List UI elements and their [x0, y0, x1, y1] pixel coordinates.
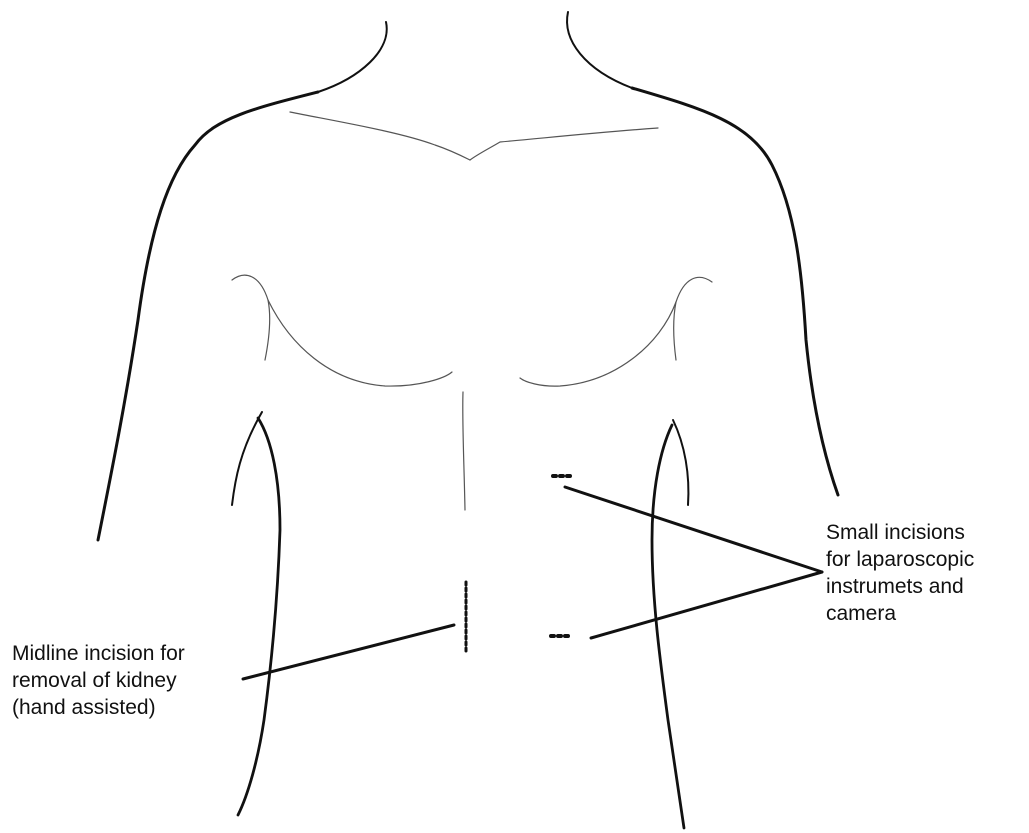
sternum-line: [463, 392, 465, 510]
laparoscopic-incisions-label: Small incisions for laparoscopic instrum…: [826, 519, 974, 627]
leader-upper-port: [565, 487, 822, 572]
left-clavicle-line: [290, 112, 470, 160]
right-armpit-curve: [674, 277, 712, 360]
laparoscopic-label-line-4: camera: [826, 600, 974, 627]
left-torso-side: [238, 418, 280, 815]
midline-label-line-3: (hand assisted): [12, 694, 185, 721]
left-armpit-curve: [232, 275, 270, 360]
laparoscopic-label-line-2: for laparoscopic: [826, 546, 974, 573]
midline-label-line-2: removal of kidney: [12, 667, 185, 694]
right-inner-arm-line: [673, 420, 688, 505]
left-shoulder-arm-outline: [98, 92, 318, 540]
midline-label-line-1: Midline incision for: [12, 640, 185, 667]
laparoscopic-label-line-3: instrumets and: [826, 573, 974, 600]
left-pectoral-line: [268, 300, 452, 386]
right-clavicle-line: [470, 128, 658, 160]
neck-right-outline: [567, 12, 632, 88]
neck-left-outline: [318, 22, 387, 92]
right-torso-side: [652, 425, 684, 828]
leader-lower-port: [591, 572, 822, 638]
laparoscopic-label-line-1: Small incisions: [826, 519, 974, 546]
left-inner-arm-line: [232, 412, 262, 505]
right-pectoral-line: [520, 302, 676, 386]
midline-incision-label: Midline incision for removal of kidney (…: [12, 640, 185, 721]
right-shoulder-arm-outline: [632, 88, 838, 495]
